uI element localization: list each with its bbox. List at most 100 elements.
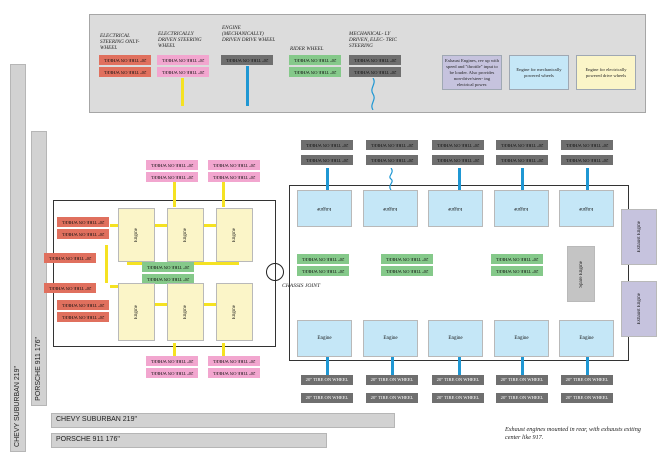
legend-tire: 20" TIRE ON WHEEL: [157, 55, 209, 65]
rear-drive-connector: [586, 168, 589, 190]
engine-label: Engine: [383, 206, 398, 211]
mechanical-engine: Engine: [494, 320, 549, 357]
rear-drive-connector: [326, 355, 329, 375]
legend-tire-text: 20" TIRE ON WHEEL: [353, 70, 397, 75]
electrical-steering-wheel: 20" TIRE ON WHEEL: [57, 312, 109, 322]
rider-wheel: 20" TIRE ON WHEEL: [297, 266, 349, 276]
rider-wheel: 20" TIRE ON WHEEL: [491, 254, 543, 264]
engine-label: Engine: [514, 336, 529, 341]
mechanical-drive-wheel: 20" TIRE ON WHEEL: [561, 393, 613, 403]
tire-text: 20" TIRE ON WHEEL: [48, 286, 92, 291]
legend-tire: 20" TIRE ON WHEEL: [99, 67, 151, 77]
rear-drive-connector: [586, 355, 589, 375]
engine-label: Engine: [317, 336, 332, 341]
electric-drive-steering-wheel: 20" TIRE ON WHEEL: [146, 172, 198, 182]
tire-text: 20" TIRE ON WHEEL: [385, 257, 429, 262]
electric-drive-steering-wheel: 20" TIRE ON WHEEL: [208, 368, 260, 378]
mechanical-drive-wheel: 20" TIRE ON WHEEL: [561, 140, 613, 150]
legend-label-mech-electric-steering: MECHANICAL- LY DRIVEN, ELEC- TRIC STEERI…: [349, 31, 397, 49]
rider-wheel: 20" TIRE ON WHEEL: [142, 262, 194, 272]
electric-drive-steering-wheel: 20" TIRE ON WHEEL: [208, 172, 260, 182]
mechanical-engine: Engine: [428, 190, 483, 227]
mechanical-drive-wheel: 20" TIRE ON WHEEL: [496, 155, 548, 165]
engine-label: Engine: [448, 206, 463, 211]
car-bar-suburban-vertical: CHEVY SUBURBAN 219": [10, 64, 26, 452]
electric-drive-engine: Engine: [167, 208, 204, 262]
mechanical-drive-wheel: 20" TIRE ON WHEEL: [432, 393, 484, 403]
rear-drive-connector: [391, 355, 394, 375]
electrical-steering-wheel: 20" TIRE ON WHEEL: [44, 253, 96, 263]
tire-text: 20" TIRE ON WHEEL: [500, 158, 544, 163]
front-axle-connector: [110, 285, 120, 288]
electrical-steering-wheel: 20" TIRE ON WHEEL: [57, 300, 109, 310]
engine-label: Engine: [579, 336, 594, 341]
footnote: Exhaust engines mounted in rear, with ex…: [505, 426, 641, 441]
legend-tire-text: 20" TIRE ON WHEEL: [161, 70, 205, 75]
tire-text: 20" TIRE ON WHEEL: [305, 143, 349, 148]
tire-text: 20" TIRE ON WHEEL: [61, 220, 105, 225]
exhaust-engine: Exhaust Engine: [621, 209, 657, 265]
legend-tire-text: 20" TIRE ON WHEEL: [103, 70, 147, 75]
rider-wheel: 20" TIRE ON WHEEL: [491, 266, 543, 276]
tire-text: 20" TIRE ON WHEEL: [212, 359, 256, 364]
legend-tire: 20" TIRE ON WHEEL: [157, 67, 209, 77]
legend-box-elec-engine: Engine for electrically powered drive wh…: [576, 55, 636, 90]
tire-text: 20" TIRE ON WHEEL: [495, 257, 539, 262]
tire-text: 20" TIRE ON WHEEL: [370, 158, 414, 163]
tire-text: 20" TIRE ON WHEEL: [212, 175, 256, 180]
mechanical-drive-wheel: 20" TIRE ON WHEEL: [301, 393, 353, 403]
engine-label: Engine: [579, 206, 594, 211]
spare-engine-label: Spare Engine: [578, 260, 584, 288]
tire-text: 20" TIRE ON WHEEL: [146, 265, 190, 270]
tire-text: 20" TIRE ON WHEEL: [436, 377, 480, 382]
rider-wheel: 20" TIRE ON WHEEL: [142, 274, 194, 284]
electrical-steering-wheel: 20" TIRE ON WHEEL: [44, 283, 96, 293]
mechanical-engine: Engine: [494, 190, 549, 227]
rear-drive-connector: [521, 355, 524, 375]
front-axle-connector: [110, 224, 120, 227]
legend-label-mechanical-drive: ENGINE (MECHANICALLY) DRIVEN DRIVE WHEEL: [222, 25, 276, 43]
tire-text: 20" TIRE ON WHEEL: [500, 143, 544, 148]
tire-text: 20" TIRE ON WHEEL: [370, 395, 414, 400]
mechanical-drive-wheel: 20" TIRE ON WHEEL: [366, 375, 418, 385]
exhaust-engine-label: Exhaust Engine: [636, 221, 642, 253]
tire-text: 20" TIRE ON WHEEL: [370, 143, 414, 148]
mechanical-engine: Engine: [363, 190, 418, 227]
mechanical-engine: Engine: [428, 320, 483, 357]
tire-text: 20" TIRE ON WHEEL: [436, 395, 480, 400]
front-axle-connector: [203, 303, 217, 306]
legend-tire-text: 20" TIRE ON WHEEL: [161, 58, 205, 63]
rear-wire-squiggle: [389, 168, 393, 190]
legend-tire-text: 20" TIRE ON WHEEL: [353, 58, 397, 63]
tire-text: 20" TIRE ON WHEEL: [495, 269, 539, 274]
car-label-suburban-vertical: CHEVY SUBURBAN 219": [14, 366, 21, 447]
mechanical-drive-wheel: 20" TIRE ON WHEEL: [561, 375, 613, 385]
engine-label: Engine: [383, 336, 398, 341]
car-bar-porsche-vertical: PORSCHE 911 176": [31, 131, 47, 406]
legend-tire-text: 20" TIRE ON WHEEL: [293, 58, 337, 63]
mechanical-drive-wheel: 20" TIRE ON WHEEL: [366, 140, 418, 150]
mechanical-drive-wheel: 20" TIRE ON WHEEL: [496, 393, 548, 403]
legend-tire-text: 20" TIRE ON WHEEL: [103, 58, 147, 63]
exhaust-engine-label: Exhaust Engine: [636, 293, 642, 325]
electric-drive-steering-wheel: 20" TIRE ON WHEEL: [146, 160, 198, 170]
tire-text: 20" TIRE ON WHEEL: [61, 303, 105, 308]
electric-drive-steering-wheel: 20" TIRE ON WHEEL: [208, 160, 260, 170]
tire-text: 20" TIRE ON WHEEL: [565, 143, 609, 148]
electric-drive-steering-wheel: 20" TIRE ON WHEEL: [146, 356, 198, 366]
mechanical-drive-wheel: 20" TIRE ON WHEEL: [301, 155, 353, 165]
tire-text: 20" TIRE ON WHEEL: [301, 269, 345, 274]
tire-text: 20" TIRE ON WHEEL: [61, 315, 105, 320]
tire-text: 20" TIRE ON WHEEL: [500, 395, 544, 400]
mechanical-drive-wheel: 20" TIRE ON WHEEL: [432, 375, 484, 385]
mechanical-drive-wheel: 20" TIRE ON WHEEL: [496, 140, 548, 150]
tire-text: 20" TIRE ON WHEEL: [150, 371, 194, 376]
chassis-joint-circle: [266, 263, 284, 281]
legend-label-electric-drive-steering: ELECTRICALLY DRIVEN STEERING WHEEL: [158, 31, 202, 49]
tire-text: 20" TIRE ON WHEEL: [305, 158, 349, 163]
rear-drive-connector: [458, 168, 461, 190]
front-axle-connector: [105, 245, 108, 283]
engine-label: Engine: [514, 206, 529, 211]
mechanical-drive-wheel: 20" TIRE ON WHEEL: [432, 155, 484, 165]
tire-text: 20" TIRE ON WHEEL: [150, 359, 194, 364]
